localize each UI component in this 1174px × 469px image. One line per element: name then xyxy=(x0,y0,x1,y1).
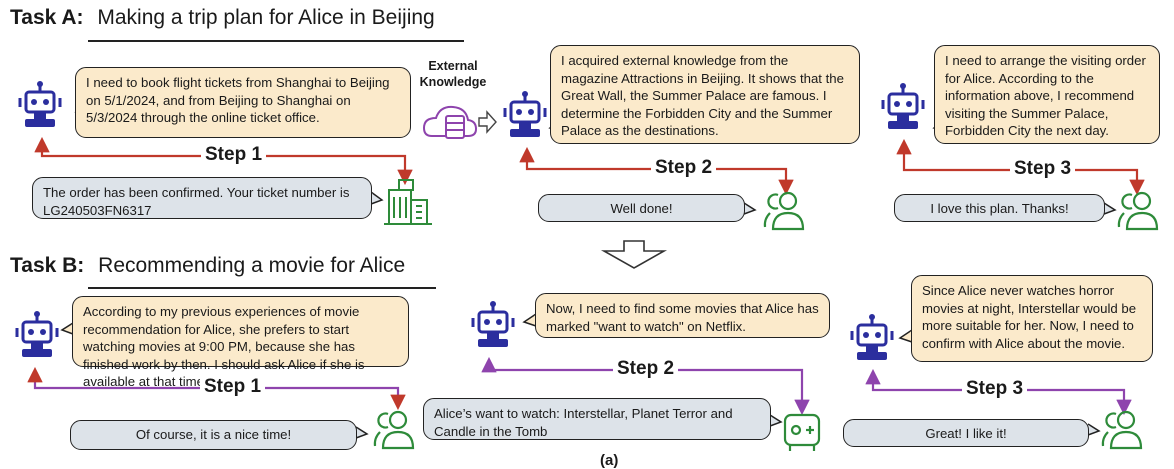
knowledge-db-icon xyxy=(422,105,478,139)
task-a-label: Task A: xyxy=(10,6,84,29)
task-a-step2-env-bubble: Well done! xyxy=(538,194,745,222)
task-a-step3-label: Step 3 xyxy=(1010,158,1076,180)
task-b-underline xyxy=(88,287,436,289)
task-b-step3-label: Step 3 xyxy=(962,378,1028,400)
building-icon xyxy=(384,179,432,225)
task-a-step2-label: Step 2 xyxy=(651,157,717,179)
robot-icon xyxy=(881,81,925,131)
external-knowledge-label: External Knowledge xyxy=(419,59,487,89)
task-b-step2-label: Step 2 xyxy=(613,358,679,380)
robot-icon xyxy=(18,79,62,129)
panel-label: (a) xyxy=(600,452,619,469)
task-b-step1-env-bubble: Of course, it is a nice time! xyxy=(70,420,357,450)
task-a-step3-agent-bubble: I need to arrange the visiting order for… xyxy=(934,45,1160,144)
task-b-title: Task B: Recommending a movie for Alice xyxy=(10,254,405,278)
task-b-step2-agent-bubble: Now, I need to find some movies that Ali… xyxy=(535,293,830,338)
task-b-label: Task B: xyxy=(10,254,85,277)
right-arrow-icon xyxy=(478,110,497,134)
task-b-step2-env-bubble: Alice’s want to watch: Interstellar, Pla… xyxy=(423,398,771,440)
task-b-step1-agent-bubble: According to my previous experiences of … xyxy=(72,296,409,389)
task-b-step1-label: Step 1 xyxy=(200,376,266,398)
task-a-underline xyxy=(88,40,464,42)
robot-icon xyxy=(15,309,59,359)
task-a-title: Task A: Making a trip plan for Alice in … xyxy=(10,6,435,30)
task-a-description: Making a trip plan for Alice in Beijing xyxy=(97,6,435,29)
task-a-step2-agent-bubble: I acquired external knowledge from the m… xyxy=(550,45,860,144)
task-a-step1-env-bubble: The order has been confirmed. Your ticke… xyxy=(32,177,372,219)
user-icon xyxy=(763,191,805,231)
robot-icon xyxy=(503,89,547,139)
task-b-description: Recommending a movie for Alice xyxy=(98,254,406,277)
robot-icon xyxy=(850,312,894,362)
user-icon xyxy=(1117,191,1159,231)
task-b-step3-agent-bubble: Since Alice never watches horror movies … xyxy=(911,275,1153,362)
robot-icon xyxy=(471,299,515,349)
task-b-step3-env-bubble: Great! I like it! xyxy=(843,419,1089,447)
task-a-step1-agent-bubble: I need to book flight tickets from Shang… xyxy=(75,67,411,138)
gamepad-icon xyxy=(783,413,821,451)
down-arrow-icon xyxy=(600,240,668,269)
task-a-step3-env-bubble: I love this plan. Thanks! xyxy=(894,194,1105,222)
user-icon xyxy=(373,410,415,450)
user-icon xyxy=(1101,410,1143,450)
task-a-step1-label: Step 1 xyxy=(201,144,267,166)
